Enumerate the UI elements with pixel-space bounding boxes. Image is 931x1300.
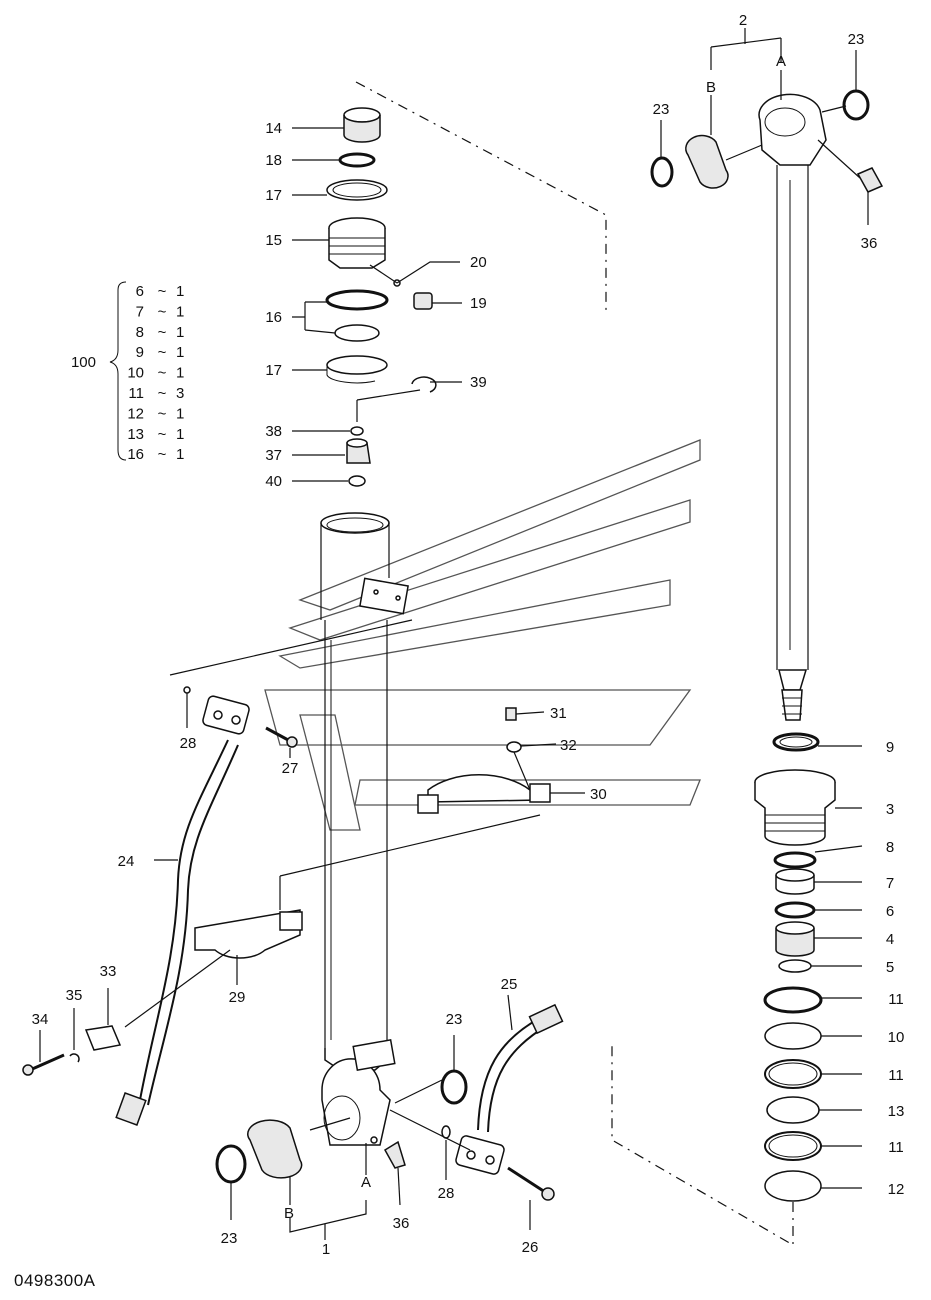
- kit-item-part: 11: [128, 385, 144, 402]
- callout-16: 16: [265, 309, 282, 326]
- callout-labels: 14 18 17 15 20 16 19 17 39 38 37 40 28 2…: [32, 12, 905, 1258]
- callout-15: 15: [265, 232, 282, 249]
- kit-item-qty: 1: [176, 344, 184, 361]
- kit-item-part: 10: [127, 365, 144, 382]
- kit-item-separator: ~: [158, 283, 167, 300]
- callout-a-lower: A: [361, 1174, 371, 1191]
- callout-40: 40: [265, 473, 282, 490]
- kit-item-part: 7: [136, 303, 144, 320]
- drawing-id: 0498300A: [14, 1271, 96, 1290]
- kit-item-qty: 1: [176, 405, 184, 422]
- callout-28-lower: 28: [438, 1185, 455, 1202]
- kit-item-part: 12: [127, 405, 144, 422]
- callout-34: 34: [32, 1011, 49, 1028]
- callout-23-upper-right: 23: [848, 31, 865, 48]
- callout-b-lower: B: [284, 1205, 294, 1222]
- callout-14: 14: [265, 120, 282, 137]
- callout-18: 18: [265, 152, 282, 169]
- watermark-logo: [264, 439, 701, 831]
- callout-27: 27: [282, 760, 299, 777]
- kit-item-qty: 1: [176, 426, 184, 443]
- callout-33: 33: [100, 963, 117, 980]
- callout-38: 38: [265, 423, 282, 440]
- callout-2: 2: [739, 12, 747, 29]
- kit-item-qty: 1: [176, 365, 184, 382]
- callout-12: 12: [888, 1181, 905, 1198]
- kit-item-part: 8: [136, 324, 144, 341]
- callout-13: 13: [888, 1103, 905, 1120]
- callout-36-lower: 36: [393, 1215, 410, 1232]
- callout-20: 20: [470, 254, 487, 271]
- kit-item-separator: ~: [158, 385, 167, 402]
- kit-item-qty: 1: [176, 303, 184, 320]
- callout-29: 29: [229, 989, 246, 1006]
- callout-23-bottom: 23: [221, 1230, 238, 1247]
- callout-17-lower: 17: [265, 362, 282, 379]
- callout-a-upper: A: [776, 53, 786, 70]
- kit-item-qty: 3: [176, 385, 184, 402]
- callout-9: 9: [886, 739, 894, 756]
- kit-item-separator: ~: [158, 446, 167, 463]
- callout-11-third: 11: [888, 1139, 904, 1156]
- right-rod-assembly: [611, 28, 884, 1247]
- callout-35: 35: [66, 987, 83, 1004]
- callout-25: 25: [501, 976, 518, 993]
- callout-8: 8: [886, 839, 894, 856]
- kit-item-separator: ~: [158, 426, 167, 443]
- callout-7: 7: [886, 875, 894, 892]
- callout-31: 31: [550, 705, 567, 722]
- kit-item-qty: 1: [176, 324, 184, 341]
- kit-list: 100 6~17~18~19~110~111~312~113~116~1: [71, 283, 184, 463]
- callout-11-first: 11: [888, 991, 904, 1008]
- callout-11-second: 11: [888, 1067, 904, 1084]
- callout-32: 32: [560, 737, 577, 754]
- kit-item-separator: ~: [158, 344, 167, 361]
- kit-number: 100: [71, 354, 96, 371]
- callout-17-upper: 17: [265, 187, 282, 204]
- kit-brace: [109, 281, 127, 461]
- kit-item-part: 9: [136, 344, 144, 361]
- callout-4: 4: [886, 931, 894, 948]
- kit-item-qty: 1: [176, 283, 184, 300]
- kit-item-separator: ~: [158, 324, 167, 341]
- kit-item-part: 16: [127, 446, 144, 463]
- callout-19: 19: [470, 295, 487, 312]
- callout-26: 26: [522, 1239, 539, 1256]
- callout-36-upper: 36: [861, 235, 878, 252]
- callout-30: 30: [590, 786, 607, 803]
- callout-24: 24: [118, 853, 135, 870]
- kit-item-qty: 1: [176, 446, 184, 463]
- callout-23-upper-left: 23: [653, 101, 670, 118]
- callout-6: 6: [886, 903, 894, 920]
- callout-28-upper: 28: [180, 735, 197, 752]
- callout-5: 5: [886, 959, 894, 976]
- callout-10: 10: [888, 1029, 905, 1046]
- kit-item-part: 13: [127, 426, 144, 443]
- kit-item-part: 6: [136, 283, 144, 300]
- callout-3: 3: [886, 801, 894, 818]
- callout-37: 37: [265, 447, 282, 464]
- kit-item-separator: ~: [158, 365, 167, 382]
- kit-item-separator: ~: [158, 405, 167, 422]
- callout-23-center: 23: [446, 1011, 463, 1028]
- kit-item-separator: ~: [158, 303, 167, 320]
- callout-1: 1: [322, 1241, 330, 1258]
- callout-39: 39: [470, 374, 487, 391]
- left-cylinder-assembly: [22, 81, 607, 1240]
- callout-b-upper: B: [706, 79, 716, 96]
